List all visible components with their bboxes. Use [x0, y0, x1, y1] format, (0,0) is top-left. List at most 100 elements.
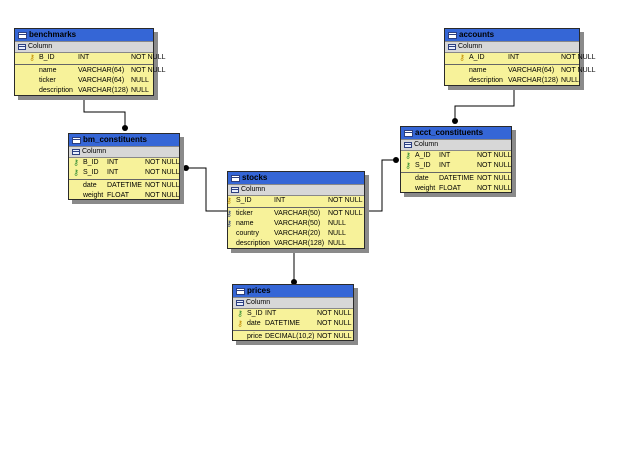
column-name: S_ID: [236, 197, 252, 204]
column-name: weight: [415, 185, 436, 192]
column-name: price: [247, 333, 263, 340]
accounts-table-header[interactable]: accounts: [445, 29, 579, 41]
prices-table-header[interactable]: prices: [233, 285, 353, 297]
column-icon: [404, 142, 412, 148]
foreign-key-icon: ⚷: [405, 161, 411, 170]
column-name: A_ID: [415, 152, 431, 159]
index-icon: ⚷: [226, 219, 232, 228]
column-header: Column: [401, 139, 511, 151]
table-icon: [231, 174, 240, 182]
key-divider: [15, 64, 153, 65]
link-benchmarks-bm-constituents: [83, 96, 126, 128]
column-nullable: NULL: [131, 77, 149, 84]
column-name: date: [247, 320, 261, 327]
link-end-stocks-acct: [393, 157, 399, 163]
column-name: ticker: [236, 210, 253, 217]
column-nullable: NULL: [328, 230, 346, 237]
key-divider: [69, 179, 179, 180]
column-name: description: [39, 87, 73, 94]
link-end-prices: [291, 279, 297, 285]
column-icon: [72, 149, 80, 155]
column-row[interactable]: description VARCHAR(128)NULL: [445, 76, 579, 86]
column-nullable: NOT NULL: [477, 185, 512, 192]
column-name: description: [236, 240, 270, 247]
column-name: name: [39, 67, 57, 74]
key-divider: [233, 330, 353, 331]
column-row[interactable]: ticker VARCHAR(64) NULL: [15, 76, 153, 86]
column-type: INT: [107, 159, 119, 166]
column-header: Column: [445, 41, 579, 53]
column-type: VARCHAR(128): [508, 77, 559, 84]
column-row[interactable]: description VARCHAR(128)NULL: [15, 86, 153, 96]
column-type: VARCHAR(128): [274, 240, 325, 247]
column-name: ticker: [39, 77, 56, 84]
acct-constituents-table-header[interactable]: acct_constituents: [401, 127, 511, 139]
accounts-table-name: accounts: [459, 30, 495, 39]
column-type: DATETIME: [107, 182, 142, 189]
link-end-stocks-bm: [183, 165, 189, 171]
column-type: VARCHAR(64): [78, 77, 125, 84]
key-divider: [401, 172, 511, 173]
index-icon: ⚷: [226, 209, 232, 218]
column-name: date: [415, 175, 429, 182]
column-row[interactable]: description VARCHAR(128)NULL: [228, 239, 364, 249]
column-nullable: NOT NULL: [131, 67, 166, 74]
column-nullable: NULL: [328, 220, 346, 227]
column-nullable: NULL: [328, 240, 346, 247]
column-row[interactable]: name VARCHAR(64) NOT NULL: [15, 66, 166, 76]
column-nullable: NOT NULL: [145, 182, 180, 189]
column-name: S_ID: [415, 162, 431, 169]
bm-constituents-table-header[interactable]: bm_constituents: [69, 134, 179, 146]
table-icon: [448, 31, 457, 39]
column-header-label: Column: [458, 43, 483, 50]
column-nullable: NOT NULL: [477, 152, 512, 159]
column-nullable: NOT NULL: [145, 192, 180, 199]
column-type: VARCHAR(128): [78, 87, 129, 94]
column-header-label: Column: [28, 43, 53, 50]
column-type: VARCHAR(50): [274, 220, 321, 227]
column-name: description: [469, 77, 503, 84]
column-nullable: NULL: [561, 77, 579, 84]
prices-table-name: prices: [247, 286, 271, 295]
bm-constituents-table-name: bm_constituents: [83, 135, 148, 144]
column-nullable: NOT NULL: [145, 159, 180, 166]
benchmarks-table-header[interactable]: benchmarks: [15, 29, 153, 41]
column-nullable: NULL: [131, 87, 149, 94]
column-name: A_ID: [469, 54, 485, 61]
column-icon: [236, 300, 244, 306]
link-end-bm-constituents: [122, 125, 128, 131]
column-type: INT: [78, 54, 90, 61]
column-type: VARCHAR(64): [78, 67, 125, 74]
column-type: INT: [508, 54, 520, 61]
stocks-table-header[interactable]: stocks: [228, 172, 364, 184]
column-header-label: Column: [414, 141, 439, 148]
table-icon: [72, 136, 81, 144]
